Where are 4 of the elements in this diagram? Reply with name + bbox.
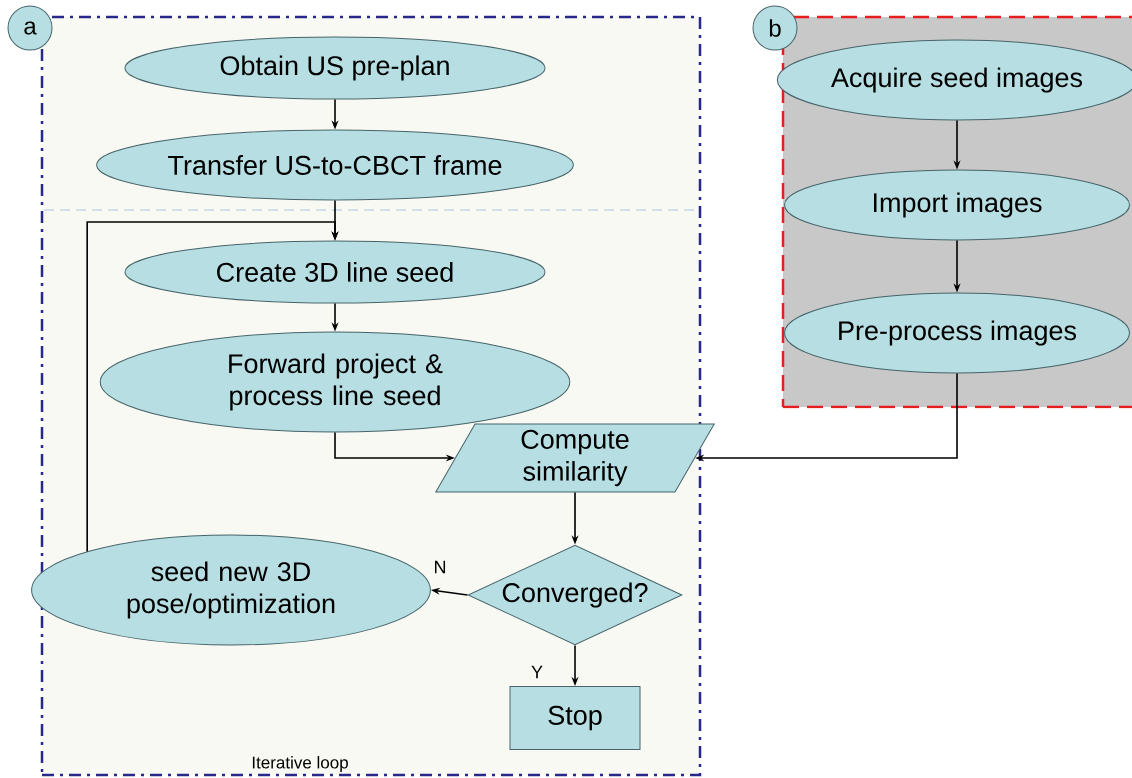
data-parallelogram: Compute similarity (435, 423, 715, 493)
arrow (86, 221, 339, 553)
process-box: Stop (509, 686, 641, 750)
loop-caption: Iterative loop (250, 755, 350, 773)
